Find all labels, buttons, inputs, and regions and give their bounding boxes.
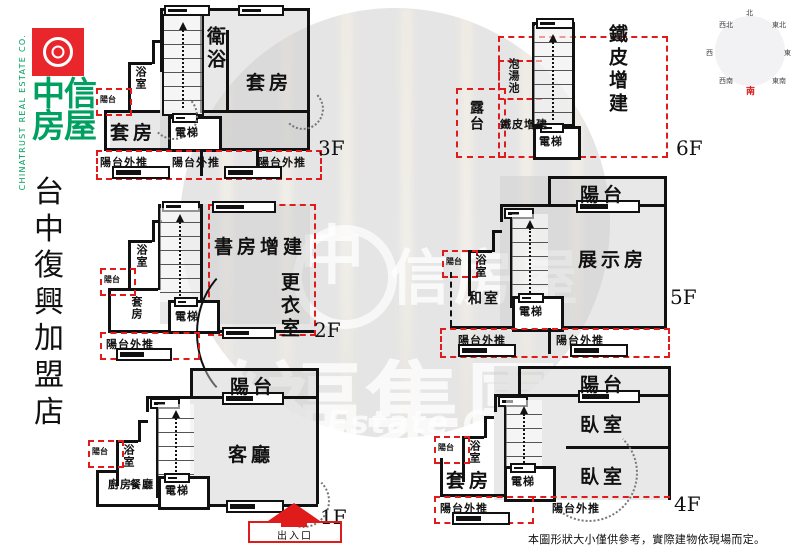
staircase-2f [160,208,200,302]
compass-label-south: 南 [746,87,756,97]
floor-label-1f: 1F [320,505,347,529]
entrance-label: 出入口 [277,531,313,542]
entrance-box: 出入口 [248,521,342,543]
room-label-6f-3: 鐵皮增建 [500,118,548,131]
room-label-5f-7: 陽台外推 [556,334,604,347]
room-label-5f-2: 浴室 [474,254,487,278]
room-label-4f-1: 臥室 [580,414,627,436]
room-label-6f-4: 電梯 [539,135,563,148]
room-label-3f-3: 浴室 [134,66,147,90]
room-label-2f-3: 陽台 [104,274,120,284]
room-label-5f-1: 展示房 [578,249,648,271]
room-label-5f-3: 陽台 [446,256,462,266]
floor-label-4f: 4F [674,492,701,516]
room-label-2f-6: 陽台外推 [106,338,154,351]
room-label-4f-0: 陽台 [580,374,627,396]
compass-label-southeast: 東南 [772,77,786,85]
room-label-5f-5: 電梯 [519,305,543,318]
staircase-6f [534,26,572,124]
store-char: 興 [34,284,65,320]
compass-label-northeast: 東北 [772,21,786,29]
store-name: 台 中 復 興 加 盟 店 [34,175,65,431]
store-char: 中 [34,211,65,247]
brand-logo-en: CHINATRUST REAL ESTATE CO. [18,34,27,191]
room-label-2f-2: 浴室 [135,244,148,268]
room-label-4f-6: 電梯 [511,475,535,488]
room-label-5f-6: 陽台外推 [458,334,506,347]
room-label-3f-6: 陽台外推 [100,156,148,169]
compass-label-north: 北 [746,9,753,17]
room-label-3f-7: 陽台外推 [172,156,220,169]
room-label-1f-2: 浴室 [122,444,135,468]
store-char: 加 [34,321,65,357]
terrace-outline-6f [456,88,506,158]
room-label-1f-0: 陽台 [230,376,277,398]
balcony-extension-outline-3f [96,150,322,180]
staircase-3f [162,14,204,116]
room-label-6f-1: 泡湯池 [507,58,520,94]
room-label-3f-8: 陽台外推 [258,156,306,169]
room-label-3f-4: 陽台 [100,94,116,104]
compass-label-east: 東 [784,49,791,57]
room-label-4f-8: 陽台外推 [552,502,600,515]
store-char: 台 [34,175,65,210]
room-label-1f-1: 客廳 [228,444,275,466]
floor-label-6f: 6F [676,136,703,160]
store-char: 盟 [34,357,65,393]
tatami-boundary-5f [450,272,452,326]
brand-logo-cn: 中信房屋 [32,74,97,145]
room-label-1f-5: 餐廳 [130,478,154,491]
room-label-5f-0: 陽台 [580,184,627,206]
room-label-3f-2: 套房 [110,122,157,144]
disclaimer-text: 本圖形狀大小僅供參考，實際建物依現場而定。 [528,533,766,546]
floor-label-2f: 2F [314,318,341,342]
store-char: 店 [34,394,65,430]
room-label-2f-5: 電梯 [175,310,199,323]
compass-rose: 北 南 東 西 東北 西北 東南 西南 [706,8,794,98]
watermark-text-cn1: 中 [300,220,370,294]
room-label-1f-3: 陽台 [92,446,108,456]
brand-logo-icon [32,28,84,76]
compass-label-northwest: 西北 [719,21,733,29]
floor-label-3f: 3F [318,136,345,160]
room-label-1f-4: 廚房 [108,478,132,491]
room-label-4f-5: 套房 [446,470,493,492]
balcony-extension-outline-5f [440,328,670,358]
room-label-6f-2: 露台 [468,100,484,132]
room-label-3f-0: 衛浴 [204,26,226,72]
room-label-5f-4: 和室 [468,291,500,307]
floor-label-5f: 5F [670,285,697,309]
staircase-5f [512,214,548,306]
brand-logo: CHINATRUST REAL ESTATE CO. 中信房屋 [18,28,102,190]
room-label-4f-3: 浴室 [468,440,481,464]
room-label-3f-5: 電梯 [175,126,199,139]
room-label-3f-1: 套房 [246,72,293,94]
store-char: 復 [34,248,65,284]
room-label-1f-6: 電梯 [165,484,189,497]
compass-label-west: 西 [706,49,713,57]
room-label-4f-7: 陽台外推 [440,502,488,515]
compass-label-southwest: 西南 [719,77,733,85]
room-label-6f-0: 鐵皮增建 [606,24,628,116]
room-label-2f-1: 更衣室 [278,272,300,341]
room-label-4f-2: 臥室 [580,466,627,488]
room-label-2f-4: 套房 [130,296,143,320]
room-label-2f-0: 書房增建 [214,236,307,258]
room-label-4f-4: 陽台 [438,442,454,452]
